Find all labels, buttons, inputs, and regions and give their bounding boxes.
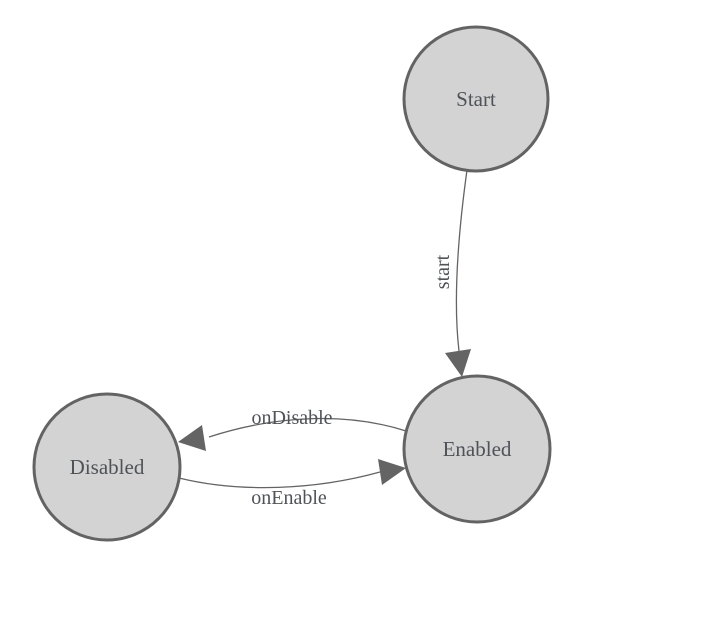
edge-label-onenable: onEnable [251,487,327,509]
state-node-start[interactable]: Start [402,25,550,173]
edge-ondisable-transition[interactable]: onDisable [178,407,407,451]
edge-start-line[interactable] [455,169,468,352]
arrowhead-into-enabled [378,459,406,485]
edge-start-transition[interactable]: start [432,169,471,377]
arrowhead-into-enabled-from-start [445,349,471,377]
disabled-node-circle[interactable] [32,392,182,542]
state-node-enabled[interactable]: Enabled [402,374,552,524]
arrowhead-into-disabled [178,425,206,451]
state-node-disabled[interactable]: Disabled [32,392,182,542]
start-node-label: Start [456,87,496,111]
edge-label-start: start [432,254,454,289]
edge-ondisable-line[interactable] [208,417,407,438]
edge-label-ondisable: onDisable [251,407,332,429]
enabled-node-circle[interactable] [402,374,552,524]
disabled-node-label: Disabled [70,455,145,479]
edge-onenable-line[interactable] [178,471,381,489]
start-node-circle[interactable] [402,25,550,173]
edge-onenable-transition[interactable]: onEnable [178,459,406,509]
enabled-node-label: Enabled [443,437,512,461]
